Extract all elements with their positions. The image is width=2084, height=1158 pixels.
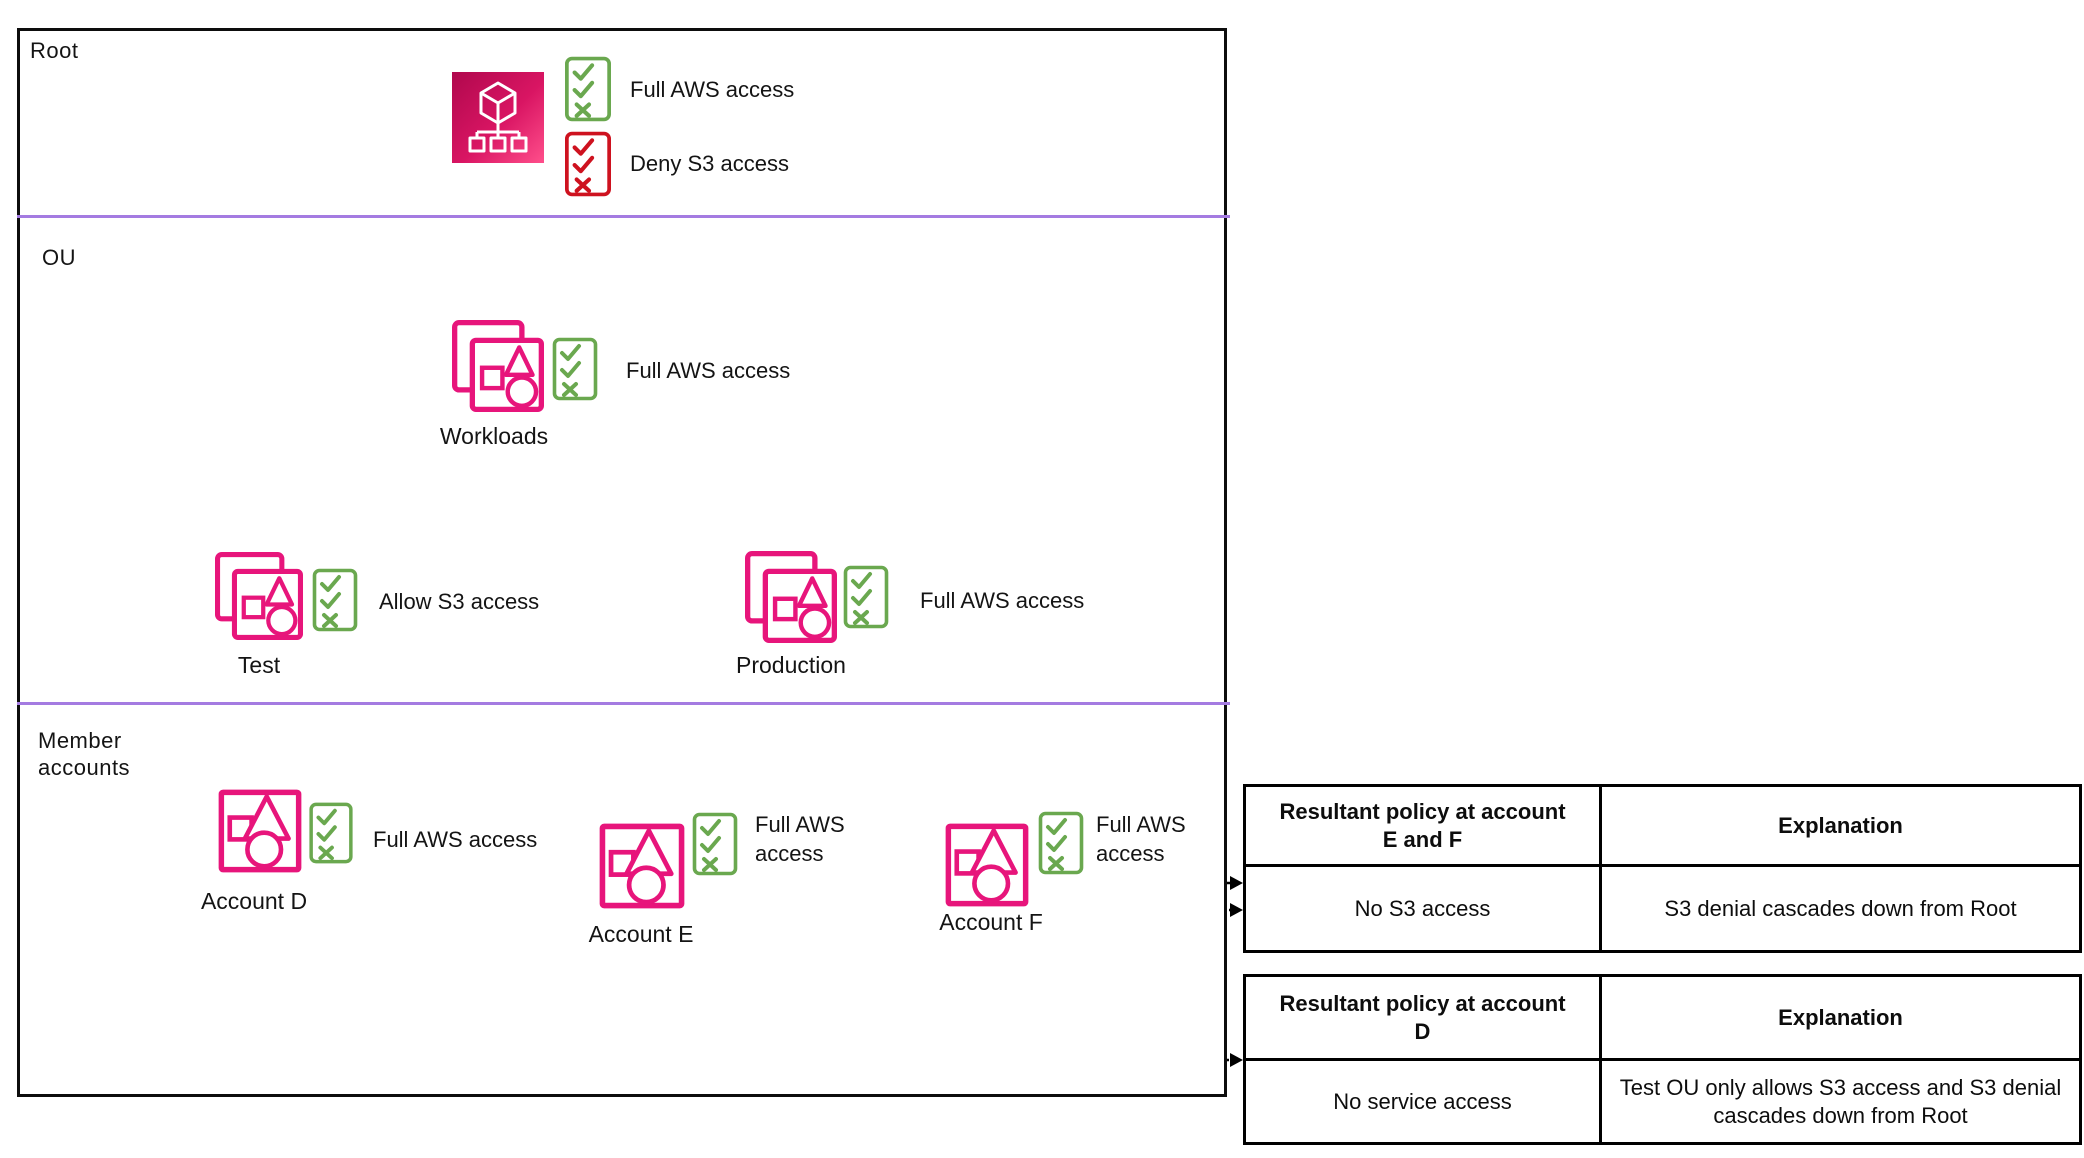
root-ou-divider — [17, 215, 1230, 218]
section-label-member-accounts: Member accounts — [38, 728, 131, 780]
test-ou-label: Test — [237, 652, 281, 678]
table-d-cell-explanation: Test OU only allows S3 access and S3 den… — [1599, 1058, 2082, 1145]
test-ou-icon — [215, 552, 303, 640]
account-e-policy-label: Full AWS access — [755, 812, 845, 866]
section-label-ou: OU — [42, 245, 76, 270]
account-f-policy-label: Full AWS access — [1096, 812, 1186, 866]
table-d-cell-policy: No service access — [1243, 1058, 1602, 1145]
workloads-policy-label: Full AWS access — [626, 358, 791, 383]
table-d-header-explanation: Explanation — [1599, 974, 2082, 1061]
root-deny-policy-icon — [562, 131, 614, 197]
production-ou-label: Production — [736, 652, 846, 678]
production-policy-icon — [843, 565, 889, 629]
production-policy-label: Full AWS access — [920, 588, 1085, 613]
table-ef-cell-policy: No S3 access — [1243, 864, 1602, 953]
account-d-policy-label: Full AWS access — [373, 827, 538, 852]
organizations-hierarchy-glyph-icon — [452, 72, 544, 163]
table-ef-header-policy: Resultant policy at account E and F — [1243, 784, 1602, 867]
account-d-icon — [218, 789, 302, 873]
table-ef-header-explanation: Explanation — [1599, 784, 2082, 867]
resultant-policy-table-e-f: Resultant policy at account E and F Expl… — [1243, 784, 2082, 953]
account-f-label: Account F — [939, 909, 1043, 935]
workloads-policy-icon — [552, 337, 598, 401]
production-ou-icon — [745, 551, 837, 643]
account-e-icon — [599, 823, 685, 909]
table-d-header-policy: Resultant policy at account D — [1243, 974, 1602, 1061]
account-f-policy-icon — [1038, 811, 1084, 875]
test-policy-label: Allow S3 access — [379, 589, 540, 614]
account-e-policy-icon — [692, 812, 738, 876]
account-d-policy-icon — [308, 802, 354, 864]
resultant-policy-table-d: Resultant policy at account D Explanatio… — [1243, 974, 2082, 1145]
workloads-ou-label: Workloads — [439, 423, 549, 449]
section-label-root: Root — [30, 38, 79, 63]
account-e-label: Account E — [588, 921, 694, 947]
root-allow-policy-icon — [562, 56, 614, 122]
account-f-icon — [945, 823, 1029, 907]
workloads-ou-icon — [452, 320, 544, 412]
account-d-label: Account D — [200, 888, 308, 914]
aws-organizations-icon — [452, 72, 544, 163]
ou-member-divider — [17, 702, 1230, 705]
root-allow-policy-label: Full AWS access — [630, 77, 795, 102]
root-deny-policy-label: Deny S3 access — [630, 151, 789, 176]
table-ef-cell-explanation: S3 denial cascades down from Root — [1599, 864, 2082, 953]
dashed-arrowheads — [1230, 876, 1243, 1067]
test-policy-icon — [312, 568, 358, 632]
